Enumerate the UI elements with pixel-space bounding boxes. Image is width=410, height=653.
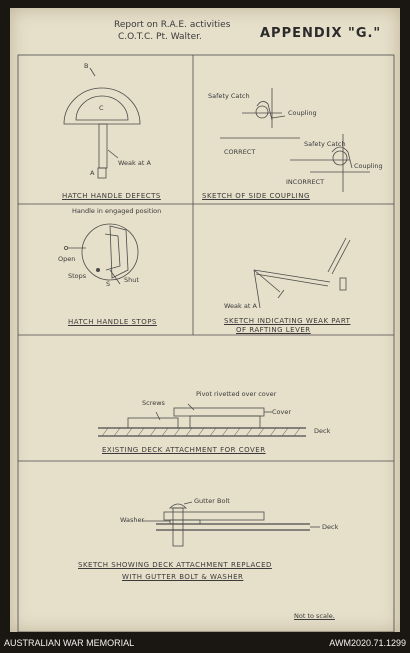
correct-label: CORRECT bbox=[224, 148, 256, 156]
document-sheet: Report on R.A.E. activities C.O.T.C. Pt.… bbox=[10, 8, 400, 632]
report-title-line2: C.O.T.C. Pt. Walter. bbox=[118, 32, 202, 42]
s-label: S bbox=[106, 280, 111, 288]
label-a: A bbox=[90, 169, 95, 177]
safety-catch-label-2: Safety Catch bbox=[304, 140, 346, 148]
deck-label: Deck bbox=[314, 427, 331, 435]
deck-cover-caption: EXISTING DECK ATTACHMENT FOR COVER bbox=[102, 446, 266, 454]
incorrect-label: INCORRECT bbox=[286, 178, 325, 186]
rafting-weak-at-a-label: Weak at A bbox=[224, 302, 257, 310]
coupling-label: Coupling bbox=[288, 109, 317, 117]
side-coupling-incorrect-drawing bbox=[290, 134, 370, 192]
rafting-lever-drawing bbox=[253, 237, 351, 309]
side-coupling-caption: SKETCH OF SIDE COUPLING bbox=[202, 192, 310, 200]
washer-label: Washer bbox=[120, 516, 145, 524]
weak-at-a-label: Weak at A bbox=[118, 159, 151, 167]
pivot-label: Pivot rivetted over cover bbox=[196, 390, 277, 398]
outer-border bbox=[17, 54, 395, 632]
engaged-position-label: Handle in engaged position bbox=[72, 207, 162, 215]
report-title-line1: Report on R.A.E. activities bbox=[114, 20, 231, 30]
hatch-defects-caption: HATCH HANDLE DEFECTS bbox=[62, 192, 161, 200]
appendix-label: APPENDIX "G." bbox=[260, 26, 382, 41]
deck-cover-drawing bbox=[98, 403, 306, 437]
stops-label: Stops bbox=[68, 272, 87, 280]
label-c: C bbox=[99, 104, 104, 112]
label-b: B bbox=[84, 62, 89, 70]
sketch-drawings bbox=[17, 54, 395, 632]
cover-label: Cover bbox=[272, 408, 292, 416]
side-coupling-correct-drawing bbox=[220, 88, 300, 139]
screws-label: Screws bbox=[142, 399, 165, 407]
gutter-bolt-label: Gutter Bolt bbox=[194, 497, 230, 505]
gutter-caption-line1: SKETCH SHOWING DECK ATTACHMENT REPLACED bbox=[78, 561, 272, 569]
rafting-caption-line2: OF RAFTING LEVER bbox=[236, 326, 311, 334]
open-label: Open bbox=[58, 255, 76, 263]
coupling-label-2: Coupling bbox=[354, 162, 383, 170]
gutter-deck-label: Deck bbox=[322, 523, 339, 531]
footer-institution: AUSTRALIAN WAR MEMORIAL bbox=[4, 638, 135, 648]
not-to-scale-note: Not to scale. bbox=[294, 612, 335, 620]
shut-label: Shut bbox=[124, 276, 139, 284]
gutter-caption-line2: WITH GUTTER BOLT & WASHER bbox=[122, 573, 244, 581]
rafting-caption-line1: SKETCH INDICATING WEAK PART bbox=[224, 317, 351, 325]
handle-stops-caption: HATCH HANDLE STOPS bbox=[68, 318, 157, 326]
hatch-handle-drawing bbox=[63, 67, 141, 179]
hatch-stops-drawing bbox=[64, 223, 139, 285]
footer-accession: AWM2020.71.1299 bbox=[329, 638, 406, 648]
safety-catch-label: Safety Catch bbox=[208, 92, 250, 100]
gutter-bolt-drawing bbox=[142, 501, 320, 547]
